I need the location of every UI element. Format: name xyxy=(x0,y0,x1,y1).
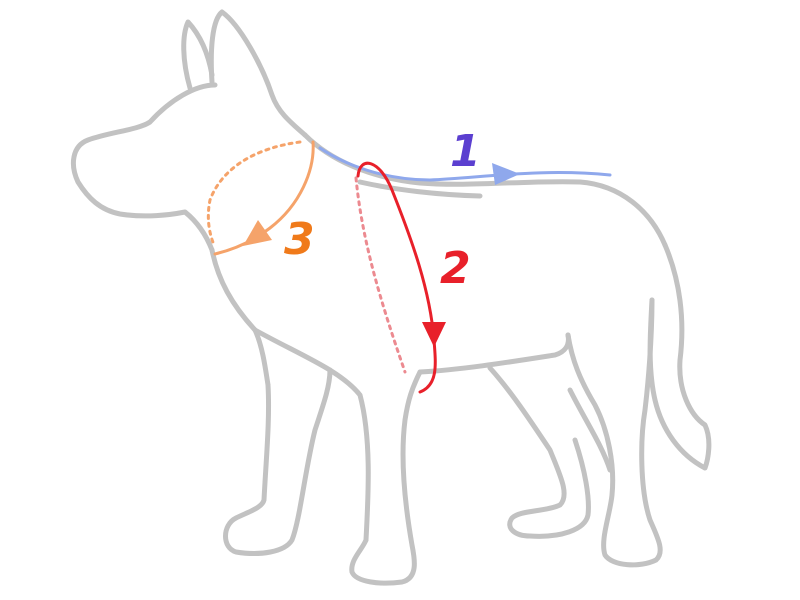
back-length-arrowhead xyxy=(492,163,520,185)
neck-girth-dotted-line xyxy=(206,140,302,247)
dog-back xyxy=(302,132,668,248)
dog-chest-front xyxy=(252,327,371,543)
measurement-1-number: 1 xyxy=(450,126,481,177)
chest-girth-arrowhead xyxy=(422,322,446,347)
measurement-2-number: 2 xyxy=(440,243,471,294)
dog-belly xyxy=(417,332,571,375)
dog-hind-leg-inner xyxy=(567,387,613,473)
dog-back-ear xyxy=(181,19,215,91)
neck-girth-arrow xyxy=(213,140,315,256)
chest-girth-arrow xyxy=(356,161,437,394)
dog-front-leg-back xyxy=(223,367,333,556)
back-length-arrow xyxy=(318,146,612,182)
dog-shoulder-line xyxy=(357,179,483,199)
dog-head xyxy=(70,82,218,253)
neck-girth-arrowhead xyxy=(243,220,272,246)
measurement-3-number: 3 xyxy=(284,214,315,265)
dog-tail xyxy=(647,242,712,471)
dog-outline xyxy=(70,9,712,586)
dog-hind-leg-back xyxy=(487,365,591,539)
dog-front-ear xyxy=(208,9,308,138)
measurement-2: 2 xyxy=(354,161,471,394)
measurement-3: 3 xyxy=(206,140,315,265)
measurement-1: 1 xyxy=(318,126,612,185)
dog-hind-leg-front xyxy=(565,297,663,568)
chest-girth-dotted-line xyxy=(354,176,407,374)
dog-chest xyxy=(209,247,271,388)
dog-front-leg-front xyxy=(349,369,423,586)
